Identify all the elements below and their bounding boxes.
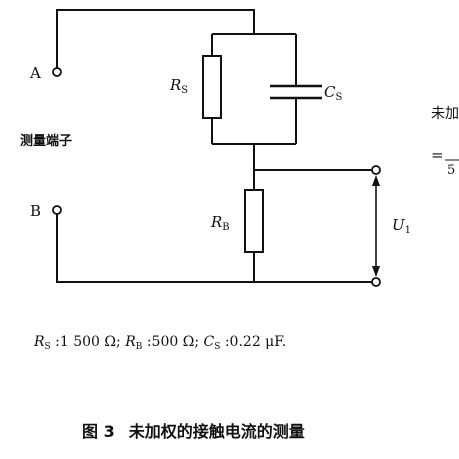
- label-rb: RB: [210, 213, 230, 233]
- resistor-rb: [244, 189, 264, 253]
- label-u1: U1: [392, 216, 411, 236]
- side-text-top: 未加: [431, 106, 459, 122]
- terminal-u1-bottom-circle: [371, 277, 381, 287]
- label-terminal-a: A: [29, 64, 41, 82]
- side-text-bottom: 5: [447, 163, 455, 178]
- label-rs: RS: [169, 76, 188, 96]
- resistor-rs: [202, 55, 222, 119]
- label-terminal-b: B: [30, 202, 41, 220]
- component-values-line: RS :1 500 Ω; RB :500 Ω; CS :0.22 μF.: [33, 334, 286, 352]
- wire-terminal-a: [56, 9, 255, 68]
- terminal-u1-top-circle: [371, 165, 381, 175]
- circuit-wires: [56, 9, 372, 283]
- label-measure-terminal: 测量端子: [20, 133, 72, 149]
- u1-arrow-down-head: [372, 266, 380, 277]
- u1-arrow-up-head: [372, 175, 380, 186]
- terminal-b-circle: [52, 205, 62, 215]
- side-text-middle: =: [431, 146, 444, 164]
- label-cs: CS: [324, 83, 342, 103]
- terminal-a-circle: [52, 67, 62, 77]
- wire-terminal-b: [56, 214, 372, 283]
